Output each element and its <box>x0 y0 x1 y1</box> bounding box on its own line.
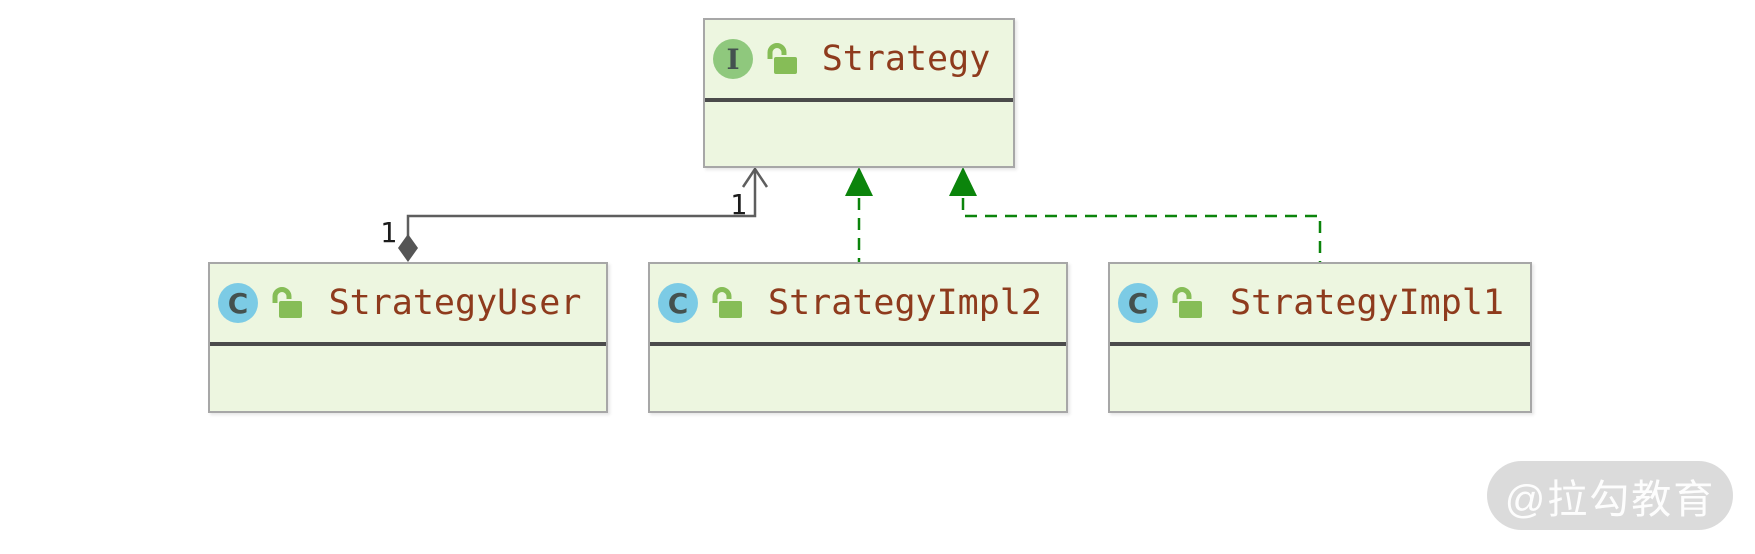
class-icon: C <box>658 283 698 323</box>
compartment-separator <box>210 342 606 346</box>
realization-triangle-icon <box>949 167 977 196</box>
unlock-icon <box>1172 287 1202 318</box>
watermark-text: @拉勾教育 <box>1504 477 1716 522</box>
multiplicity-label-target: 1 <box>730 188 747 221</box>
realization-triangle-icon <box>845 167 873 196</box>
edge-realization-strategyimpl1-strategy[interactable] <box>949 167 1322 262</box>
class-header: C StrategyUser <box>210 264 606 342</box>
members-compartment <box>705 102 1013 166</box>
class-icon: C <box>1118 283 1158 323</box>
compartment-separator <box>650 342 1066 346</box>
class-box-strategyimpl1[interactable]: C StrategyImpl1 <box>1108 262 1532 413</box>
class-box-strategyuser[interactable]: C StrategyUser <box>208 262 608 413</box>
class-icon: C <box>218 283 258 323</box>
aggregation-diamond-icon <box>398 234 418 262</box>
unlock-icon <box>712 287 742 318</box>
open-arrowhead-icon <box>741 166 769 188</box>
class-header: C StrategyImpl1 <box>1110 264 1530 342</box>
members-compartment <box>210 346 606 411</box>
edge-aggregation-strategyuser-strategy[interactable] <box>398 166 769 262</box>
members-compartment <box>1110 346 1530 411</box>
watermark-badge: @拉勾教育 <box>1487 461 1733 530</box>
compartment-separator <box>1110 342 1530 346</box>
unlock-icon <box>272 287 302 318</box>
class-name-label: StrategyUser <box>328 283 582 323</box>
class-box-strategyimpl2[interactable]: C StrategyImpl2 <box>648 262 1068 413</box>
class-header: C StrategyImpl2 <box>650 264 1066 342</box>
class-header: I Strategy <box>705 20 1013 98</box>
members-compartment <box>650 346 1066 411</box>
interface-icon: I <box>713 39 753 79</box>
class-name-label: StrategyImpl2 <box>768 283 1042 323</box>
compartment-separator <box>705 98 1013 102</box>
class-box-strategy[interactable]: I Strategy <box>703 18 1015 168</box>
class-name-label: StrategyImpl1 <box>1230 283 1504 323</box>
edge-realization-strategyimpl2-strategy[interactable] <box>845 167 873 262</box>
class-name-label: Strategy <box>821 39 991 79</box>
multiplicity-label-owner: 1 <box>380 216 397 249</box>
unlock-icon <box>767 43 797 74</box>
